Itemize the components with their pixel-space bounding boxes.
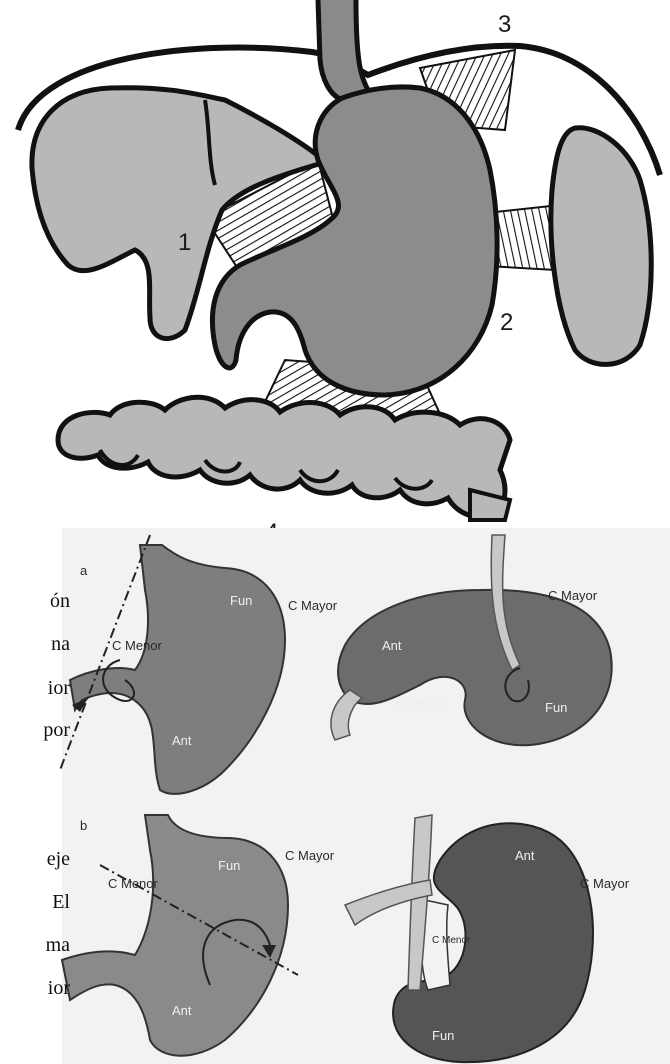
panel-a-left-antrum: Ant [172, 733, 192, 748]
label-1: 1 [178, 229, 191, 256]
panel-a-right-fundus: Fun [545, 700, 567, 715]
panel-b-right-lesser-curvature: C Menor [432, 935, 471, 946]
side-text-1: ón [0, 590, 70, 613]
panel-a-left-lesser-curvature: C Menor [112, 638, 163, 653]
label-2: 2 [500, 309, 513, 336]
panel-b-right-greater-curvature: C Mayor [580, 876, 630, 891]
panel-b-right-fundus: Fun [432, 1028, 454, 1043]
esophagus [318, 0, 372, 100]
spleen [551, 128, 651, 365]
side-text-3: ior [0, 677, 70, 700]
panel-b-left-fundus: Fun [218, 858, 240, 873]
panel-a-left-greater-curvature: C Mayor [288, 598, 338, 613]
side-text-2: na [0, 633, 70, 656]
panel-b-letter: b [80, 818, 87, 833]
side-text-4: por [0, 719, 70, 742]
label-3: 3 [498, 11, 511, 38]
side-text-7: ma [0, 934, 70, 957]
panel-a-letter: a [80, 563, 88, 578]
panel-b-left-antrum: Ant [172, 1003, 192, 1018]
panel-a-right-antrum: Ant [382, 638, 402, 653]
side-text-6: El [0, 891, 70, 914]
rotation-figure: a Fun C Mayor C Menor Ant C Mayor Ant C … [60, 528, 670, 1064]
top-anatomy-figure: 1 2 3 4 [18, 0, 660, 546]
side-text-8: ior [0, 977, 70, 1000]
panel-a-left-fundus: Fun [230, 593, 252, 608]
panel-b-left-greater-curvature: C Mayor [285, 848, 335, 863]
side-text-5: eje [0, 848, 70, 871]
colon [58, 397, 510, 516]
panel-a-right-greater-curvature: C Mayor [548, 588, 598, 603]
panel-b-right-antrum: Ant [515, 848, 535, 863]
panel-a-right-lesser-curvature: C Menor [396, 696, 447, 711]
panel-b-left-lesser-curvature: C Menor [108, 876, 159, 891]
